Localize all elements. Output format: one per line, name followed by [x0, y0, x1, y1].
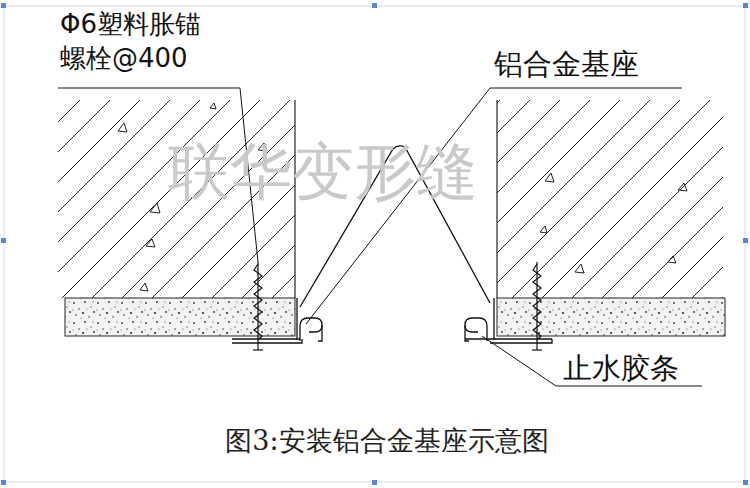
concrete-wall [496, 100, 497, 298]
aggregate-mark [118, 123, 127, 132]
aggregate-mark [668, 256, 676, 263]
aggregate-mark [150, 203, 160, 213]
selection-handle [1, 480, 6, 485]
aluminium-base [300, 318, 322, 341]
aggregate-mark [678, 183, 687, 191]
aluminium-base [232, 298, 302, 343]
selection-handle [743, 3, 748, 8]
bolt-label: Φ6塑料胀锚 螺栓@400 [60, 8, 245, 76]
anchor-bolt [532, 349, 542, 350]
selection-handle [372, 3, 377, 8]
screed-layer [65, 298, 295, 336]
frame [4, 6, 745, 482]
selection-handle [1, 238, 6, 243]
aggregate-mark [575, 264, 584, 273]
watermark: 联华变形缝 [168, 133, 478, 211]
selection-handle [1, 3, 748, 485]
selection-handle [1, 3, 6, 8]
aggregate-mark [146, 239, 155, 247]
anchor-bolt [533, 264, 541, 340]
part-label: 止水胶条 [563, 350, 679, 386]
aggregate-mark [545, 173, 554, 182]
anchor-bolt [253, 349, 263, 350]
screed-layer [497, 298, 725, 336]
aluminium-base [318, 325, 322, 341]
concrete-wall [58, 100, 723, 298]
figure-caption: 图3:安装铝合金基座示意图 [225, 424, 548, 458]
aluminium-base [465, 298, 552, 343]
anchor-bolt [536, 262, 537, 350]
anchor-bolt [257, 262, 258, 350]
selection-handle [372, 480, 377, 485]
screed-layer [65, 298, 725, 336]
aggregate-mark [210, 103, 216, 109]
leader-line [482, 336, 702, 386]
aluminium-base [232, 298, 552, 343]
aggregate-mark [540, 226, 547, 233]
aluminium-base [465, 325, 469, 341]
selection-handle [743, 480, 748, 485]
frame [4, 6, 745, 482]
part-label: 铝合金基座 [494, 46, 639, 82]
leader-line [58, 88, 702, 386]
aggregate-mark [140, 283, 148, 291]
aggregate-mark [118, 103, 687, 291]
concrete-wall [497, 100, 723, 298]
selection-handle [743, 238, 748, 243]
anchor-bolt [253, 262, 542, 350]
anchor-bolt [254, 264, 262, 340]
